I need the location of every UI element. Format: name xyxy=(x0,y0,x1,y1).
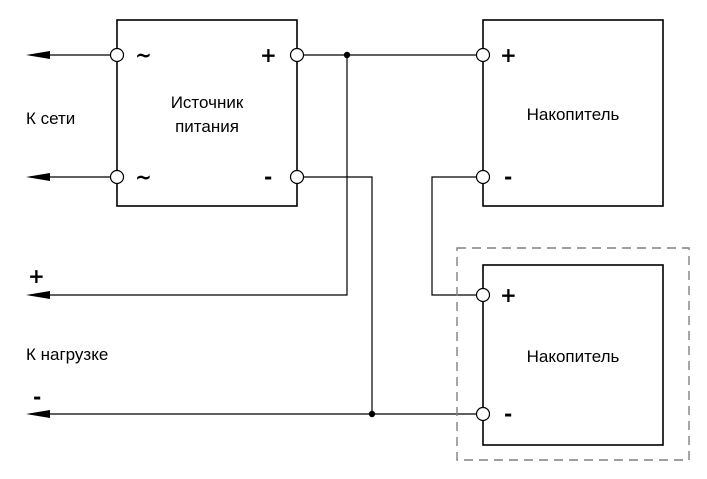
psu-ac-top-symbol: ~ xyxy=(135,43,152,67)
load-label: К нагрузке xyxy=(26,345,108,364)
storage2-terminal-plus xyxy=(475,287,491,303)
plus-to-load xyxy=(30,55,348,296)
arrow-load-plus xyxy=(26,291,50,299)
psu-terminal-ac-top xyxy=(109,47,125,63)
psu-minus-symbol: - xyxy=(264,165,272,189)
psu-plus-symbol: + xyxy=(260,43,277,67)
storage1-minus-to-storage2-plus xyxy=(431,176,478,296)
mains-label: К сети xyxy=(26,109,75,128)
load-minus-label: - xyxy=(33,385,41,409)
storage2-terminal-minus xyxy=(475,406,491,422)
storage2-label: Накопитель xyxy=(527,347,620,366)
arrow-load-minus xyxy=(26,410,50,418)
junction-minus xyxy=(368,410,376,418)
psu-terminal-ac-bottom xyxy=(109,169,125,185)
storage1-minus-symbol: - xyxy=(504,165,512,189)
psu-minus-to-storage2-minus xyxy=(302,176,478,415)
storage1-block xyxy=(482,19,664,207)
psu-terminal-plus xyxy=(289,47,305,63)
storage2-plus-symbol: + xyxy=(500,283,517,307)
storage1-label: Накопитель xyxy=(527,105,620,124)
storage1-plus-symbol: + xyxy=(500,43,517,67)
arrow-mains-top xyxy=(26,51,50,59)
storage2-optional-frame xyxy=(456,247,690,461)
psu-terminal-minus xyxy=(289,169,305,185)
psu-ac-bottom-symbol: ~ xyxy=(135,165,152,189)
psu-label-line2: питания xyxy=(175,117,239,136)
storage2-block xyxy=(482,264,664,446)
storage1-terminal-minus xyxy=(475,169,491,185)
load-plus-label: + xyxy=(28,264,45,288)
arrows xyxy=(26,51,50,418)
psu-label-line1: Источник xyxy=(171,93,244,112)
arrow-mains-bottom xyxy=(26,173,50,181)
junction-plus xyxy=(343,51,351,59)
terminals xyxy=(109,47,491,422)
storage2-minus-symbol: - xyxy=(504,402,512,426)
storage1-terminal-plus xyxy=(475,47,491,63)
wires xyxy=(30,54,478,415)
power-supply-block xyxy=(116,19,298,207)
